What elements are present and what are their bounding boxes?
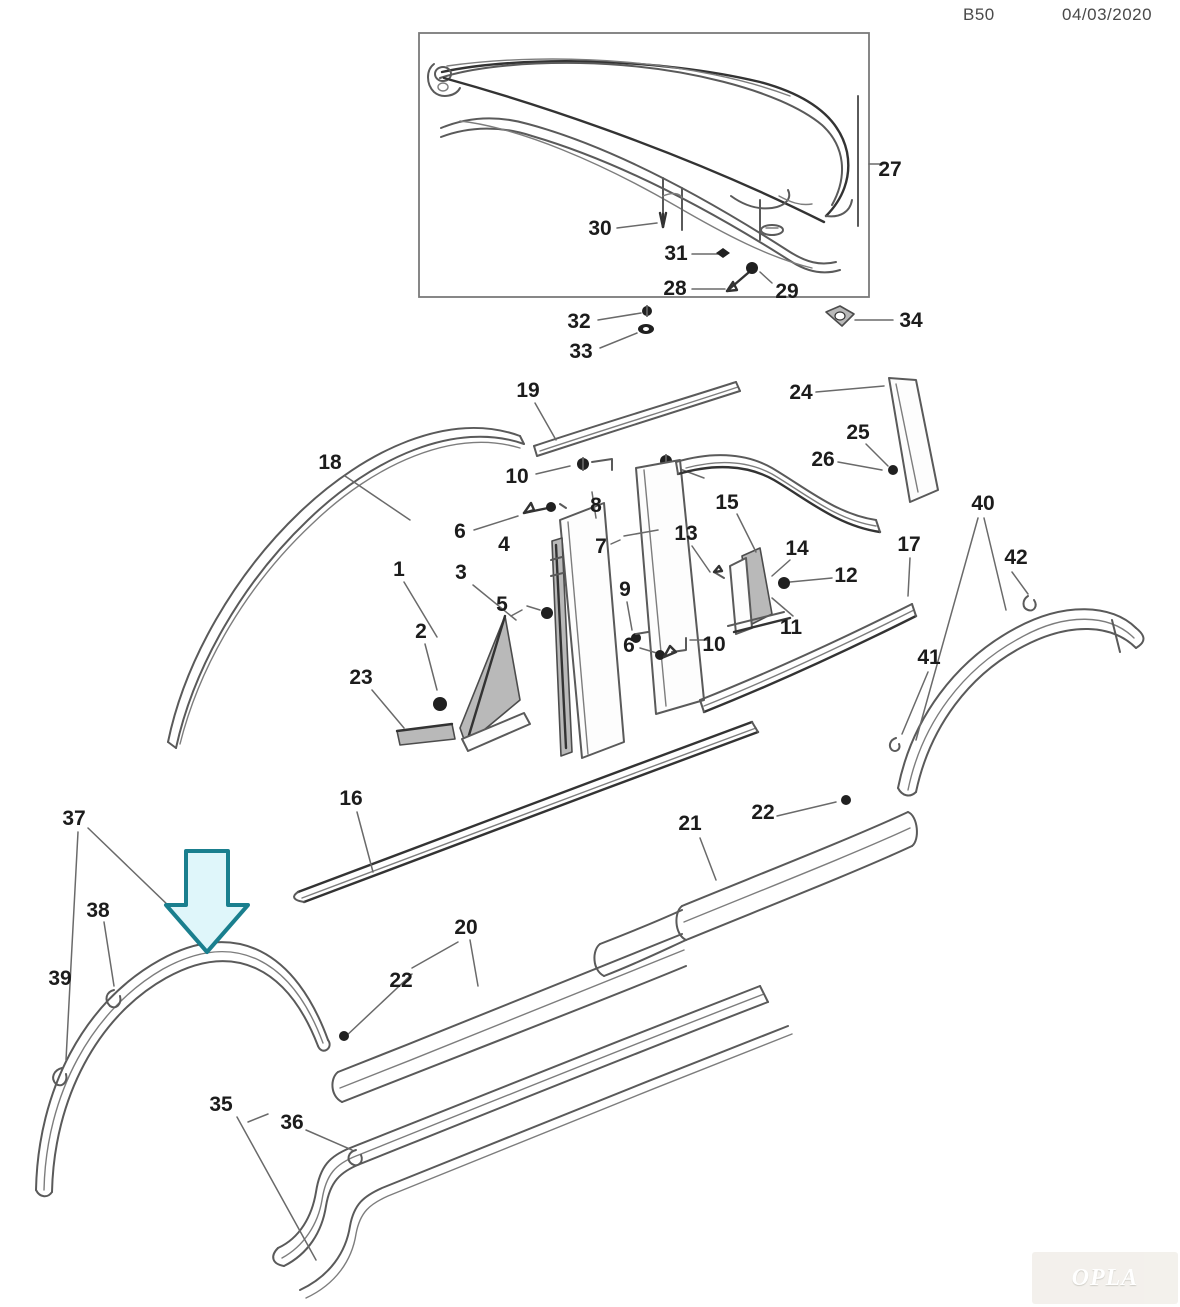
inset-spoiler-group: [418, 32, 885, 298]
callout-number-10a: 10: [505, 465, 529, 488]
callout-number-6a: 6: [454, 520, 466, 543]
callout-number-25: 25: [846, 421, 870, 444]
callout-number-22a: 22: [751, 801, 775, 824]
callout-number-7: 7: [595, 535, 607, 558]
callout-number-26: 26: [811, 448, 835, 471]
callout-number-4: 4: [498, 533, 510, 556]
watermark-text: OPLA: [1071, 1264, 1139, 1291]
callout-number-21: 21: [678, 812, 702, 835]
watermark: OPLA: [1032, 1252, 1178, 1304]
callout-number-22b: 22: [389, 969, 413, 992]
part-21-door-molding: [593, 795, 918, 977]
pillar-trim-panels: [550, 459, 711, 759]
callout-number-13: 13: [674, 522, 698, 545]
callout-number-29: 29: [775, 280, 799, 303]
front-wheel-arch-group: [35, 827, 331, 1198]
rear-wheel-arch-group: [888, 517, 1145, 797]
callout-number-14: 14: [785, 537, 809, 560]
part-20-rocker-molding: [331, 933, 687, 1103]
callout-number-2: 2: [415, 620, 427, 643]
callout-number-24: 24: [789, 381, 813, 404]
part-17-belt-molding: [699, 557, 918, 714]
callout-number-41: 41: [917, 646, 941, 669]
callout-number-1: 1: [393, 558, 405, 581]
callout-number-38: 38: [86, 899, 110, 922]
callout-number-19: 19: [516, 379, 540, 402]
callout-number-12: 12: [834, 564, 858, 587]
callout-number-11: 11: [779, 616, 803, 639]
callout-number-6b: 6: [623, 634, 635, 657]
callout-number-28: 28: [663, 277, 687, 300]
callout-number-10b: 10: [702, 633, 726, 656]
callout-number-42: 42: [1004, 546, 1028, 569]
callout-number-23: 23: [349, 666, 373, 689]
part-18-roof-molding: [167, 427, 525, 749]
part-16-lower-molding: [293, 720, 760, 904]
callout-number-31: 31: [664, 242, 688, 265]
callout-number-20: 20: [454, 916, 478, 939]
callout-number-3: 3: [455, 561, 467, 584]
callout-number-9: 9: [619, 578, 631, 601]
callout-number-40: 40: [971, 492, 995, 515]
callout-number-8: 8: [590, 494, 602, 517]
callout-number-39: 39: [48, 967, 72, 990]
fasteners-32-33-34: [597, 305, 894, 349]
diagram-code-label: B50: [963, 5, 995, 24]
callout-number-18: 18: [318, 451, 342, 474]
callout-number-36: 36: [280, 1111, 304, 1134]
part-19-window-molding: [533, 381, 741, 457]
callout-number-34: 34: [899, 309, 923, 332]
callout-number-5: 5: [496, 593, 508, 616]
diagram-date-label: 04/03/2020: [1062, 5, 1153, 24]
callout-number-16: 16: [339, 787, 363, 810]
bracket-group-11-15: [712, 513, 833, 635]
quarter-window-trim: [675, 377, 939, 534]
callout-number-30: 30: [588, 217, 612, 240]
callout-number-37: 37: [62, 807, 86, 830]
callout-number-15: 15: [715, 491, 739, 514]
mirror-sail-group: [371, 581, 553, 752]
callout-number-27: 27: [878, 158, 902, 181]
part-35-sill-panel: [236, 985, 793, 1299]
callout-number-32: 32: [567, 310, 591, 333]
callout-number-17: 17: [897, 533, 921, 556]
highlight-arrow: [164, 849, 250, 954]
callout-number-33: 33: [569, 340, 593, 363]
callout-number-35: 35: [209, 1093, 233, 1116]
